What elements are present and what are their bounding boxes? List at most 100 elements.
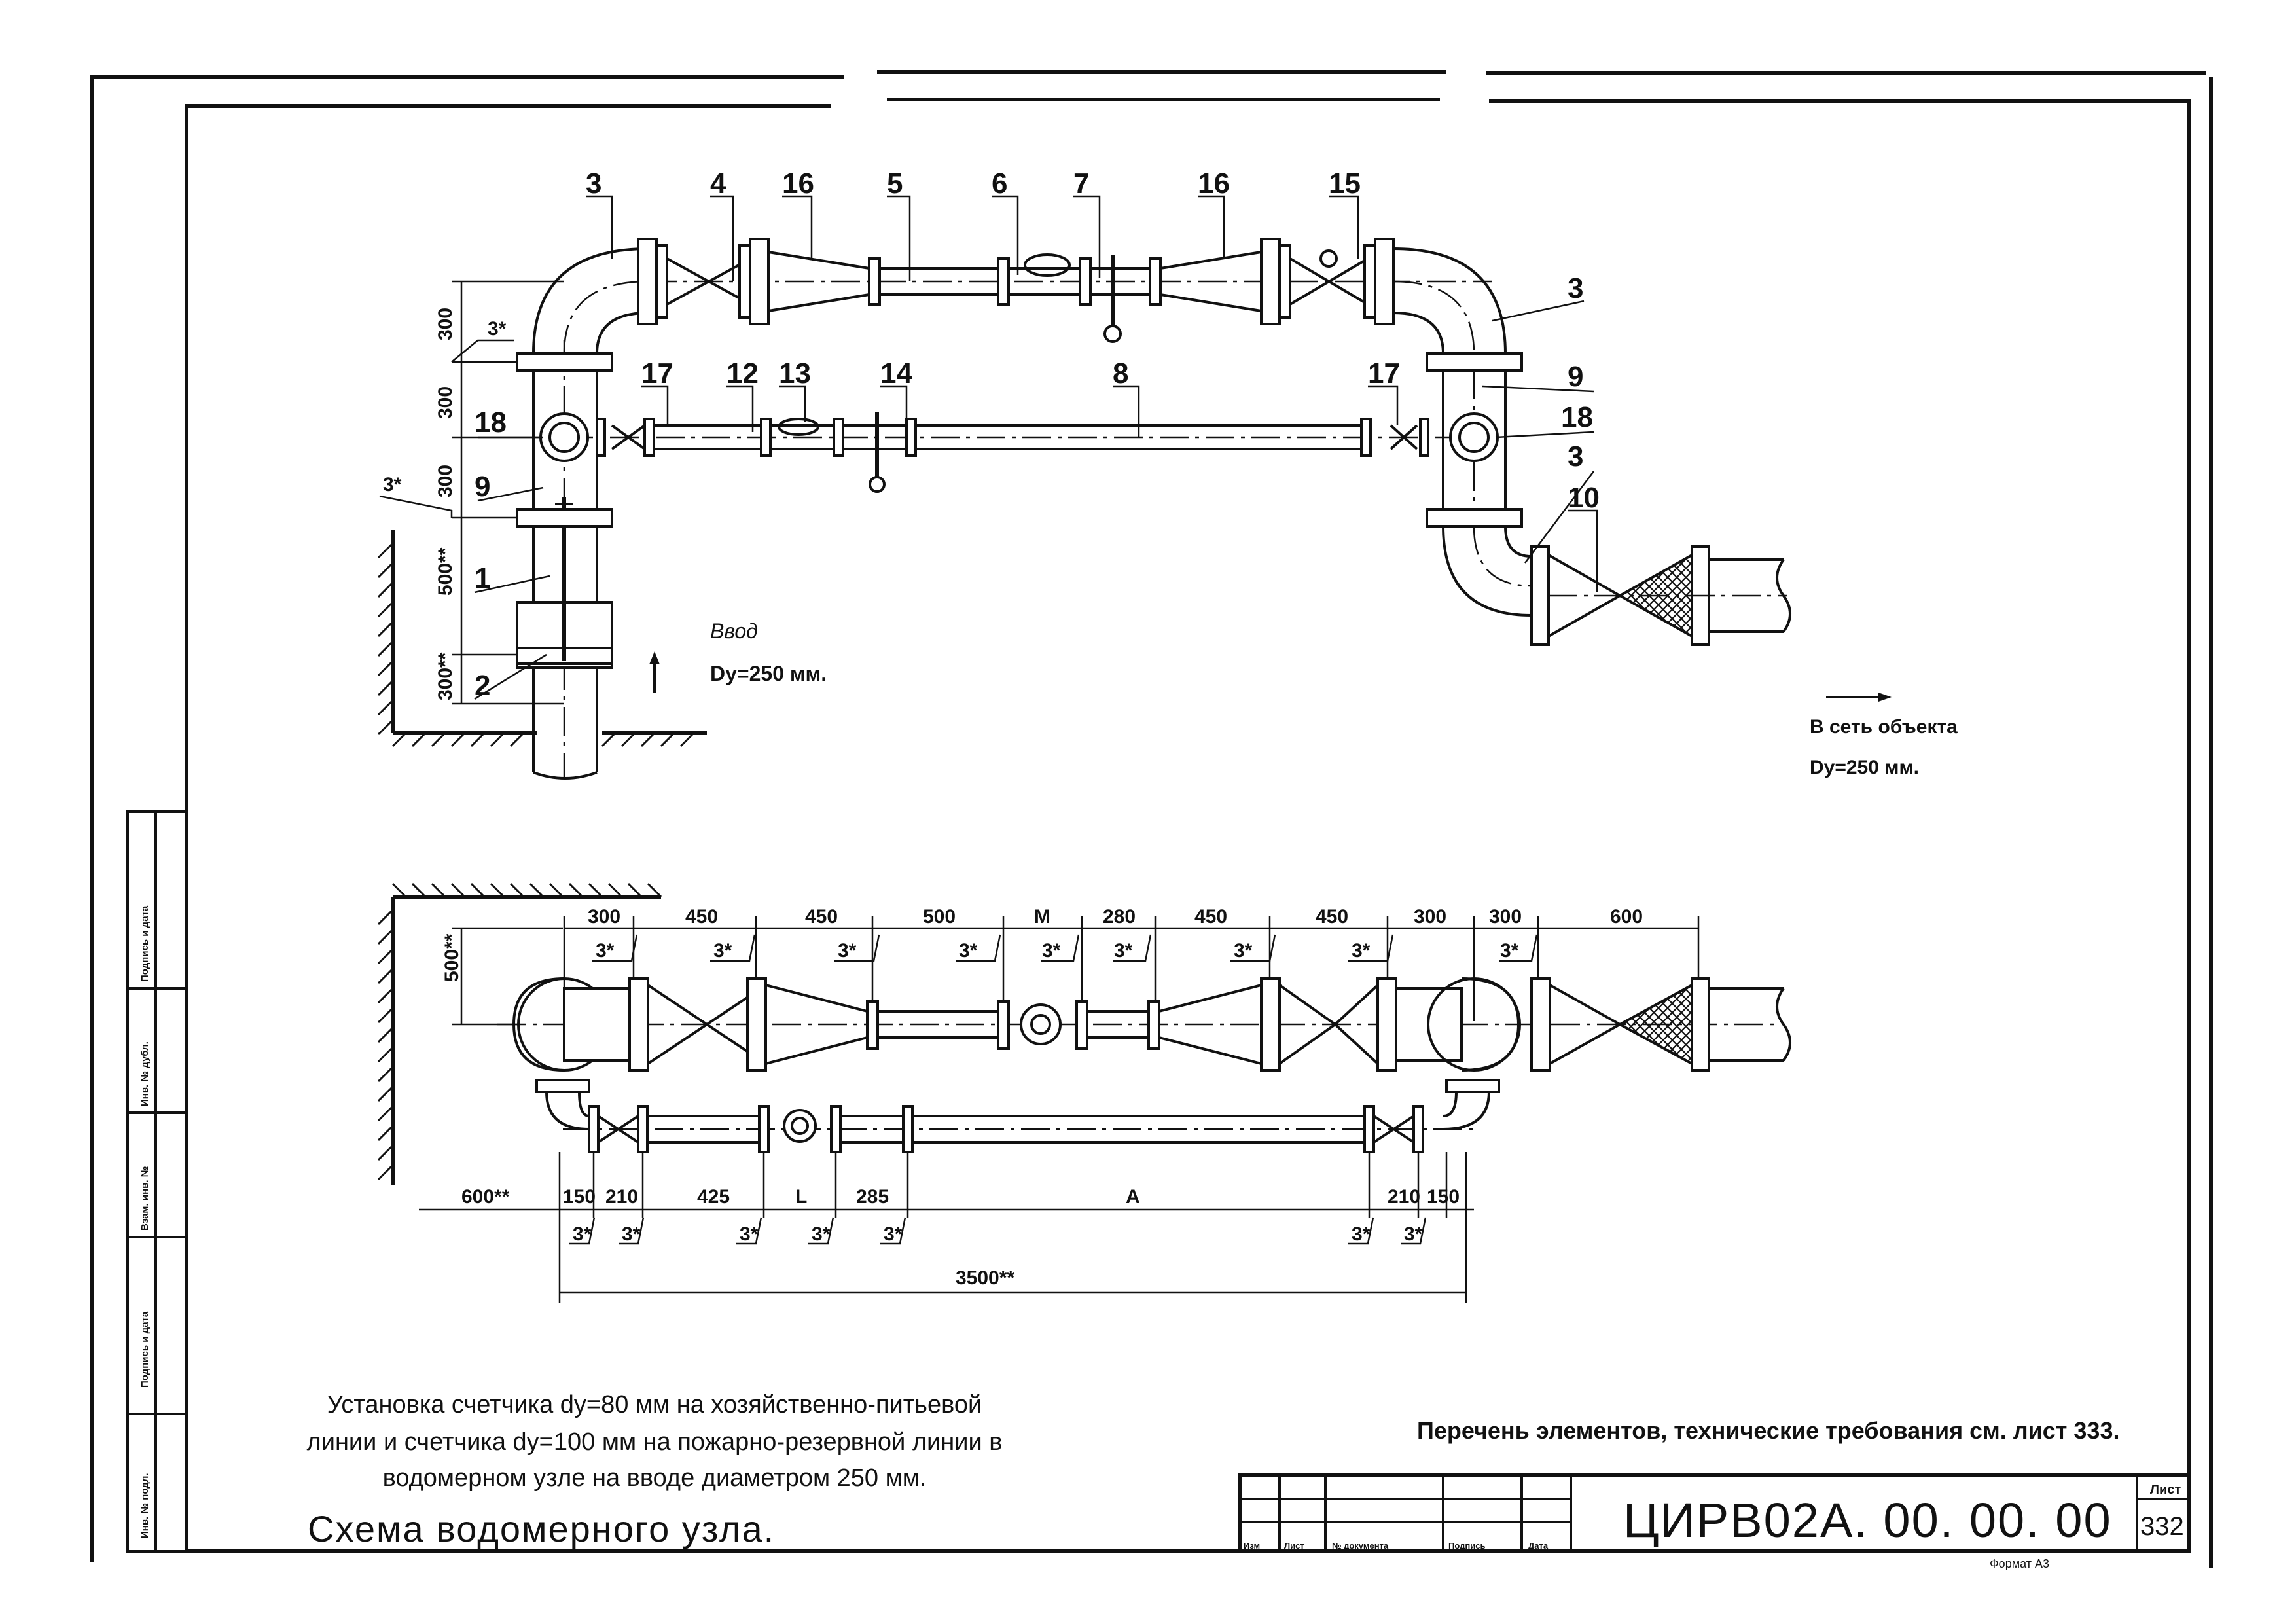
dim-top-8: 300 (1414, 906, 1446, 928)
slope-bottom-1: 3* (573, 1223, 592, 1245)
title-block: Изм Лист № документа Подпись Дата ЦИРВ02… (1238, 1473, 2191, 1570)
outlet (1530, 545, 1791, 646)
tb-col-sign: Подпись (1448, 1541, 1485, 1551)
caption-line-2: линии и счетчика dy=100 мм на пожарно-ре… (307, 1428, 1003, 1456)
pos-15: 15 (1329, 168, 1361, 200)
tb-col-doc: № документа (1332, 1541, 1389, 1551)
pos-7: 7 (1073, 168, 1089, 200)
pos-12: 12 (726, 357, 759, 389)
dim-bottom-6: A (1126, 1186, 1140, 1208)
stamp-sign-date-2: Подпись и дата (139, 1311, 151, 1388)
slope-top-4: 3* (959, 940, 978, 962)
dim-top-4: M (1034, 906, 1050, 928)
inlet-riser (516, 340, 613, 780)
pos-8: 8 (1113, 357, 1128, 389)
dim-overall: 3500** (956, 1267, 1014, 1289)
pos-16b: 16 (1198, 168, 1230, 200)
slope-bottom-6: 3* (1352, 1223, 1371, 1245)
pos-14: 14 (880, 357, 912, 389)
dim-top-6: 450 (1194, 906, 1227, 928)
dim-top-1: 450 (685, 906, 718, 928)
slope-bottom-2: 3* (622, 1223, 641, 1245)
slope-top-1: 3* (596, 940, 615, 962)
dim-v300d: 300** (435, 652, 456, 700)
caption-line-1: Установка счетчика dy=80 мм на хозяйстве… (327, 1391, 982, 1418)
dim-bottom-5: 285 (856, 1186, 889, 1208)
dim-v500: 500** (435, 547, 456, 596)
tb-col-sheet: Лист (1284, 1541, 1304, 1551)
pos-3b: 3 (1568, 272, 1583, 304)
slope-bottom-5: 3* (884, 1223, 903, 1245)
wall-hatch-plan (377, 530, 707, 748)
tb-col-rev: Изм (1244, 1541, 1260, 1551)
dim-bottom-3: 425 (697, 1186, 730, 1208)
slope-label-a: 3* (488, 318, 507, 340)
flange-lower (516, 508, 613, 528)
stamp-replace-inv: Взам. инв. № (139, 1166, 151, 1231)
dim-bottom-1: 150 (563, 1186, 596, 1208)
plan-dim-chain (379, 280, 564, 705)
elevation-view: 300 450 450 500 M 280 450 450 300 300 60… (377, 882, 1791, 1303)
dim-v300a: 300 (435, 308, 456, 340)
elev-top-dim-lines (452, 916, 1700, 1034)
pos-13: 13 (779, 357, 811, 389)
slope-top-6: 3* (1114, 940, 1133, 962)
pos-16a: 16 (782, 168, 814, 200)
pos-3a: 3 (586, 168, 601, 200)
slope-top-8: 3* (1352, 940, 1371, 962)
pos-6: 6 (992, 168, 1007, 200)
meter-line (539, 412, 1499, 493)
outlet-title: В сеть объекта (1810, 716, 1958, 738)
stamp-dup-inv: Инв. № дубл. (139, 1041, 151, 1106)
tb-sheet-number: 332 (2140, 1512, 2184, 1541)
top-right-bend (1393, 247, 1532, 617)
caption-line-3: водомерном узле на вводе диаметром 250 м… (383, 1464, 927, 1492)
pos-5: 5 (887, 168, 903, 200)
tb-format: Формат А3 (1990, 1557, 2049, 1570)
pos-18b: 18 (1561, 401, 1593, 433)
top-left-bend (532, 247, 649, 354)
dim-top-10: 600 (1610, 906, 1643, 928)
slope-label-b: 3* (383, 474, 402, 496)
flange-upper (516, 352, 613, 372)
dim-bottom-7: 210 (1388, 1186, 1420, 1208)
slope-bottom-3: 3* (740, 1223, 759, 1245)
dim-top-5: 280 (1103, 906, 1136, 928)
elev-bottom-dim-lines (419, 1152, 1474, 1303)
drawing-title: Схема водомерного узла. (308, 1508, 775, 1549)
dim-top-3: 500 (923, 906, 956, 928)
drawing-code: ЦИРВ02А. 00. 00. 00 (1623, 1493, 2112, 1547)
slope-top-5: 3* (1042, 940, 1061, 962)
wall-hatch-elevation (377, 882, 662, 1185)
dim-left-vertical: 500** (441, 933, 463, 982)
dim-bottom-8: 150 (1427, 1186, 1460, 1208)
tb-sheet-label: Лист (2150, 1483, 2181, 1497)
elev-main-line (497, 977, 1791, 1072)
pos-1: 1 (475, 562, 490, 594)
plan-leaders (474, 195, 1598, 700)
plan-view: 3 4 16 5 6 7 16 15 3 9 18 3 10 17 12 13 … (377, 168, 1958, 780)
pos-17b: 17 (1368, 357, 1400, 389)
dim-bottom-4: L (795, 1186, 807, 1208)
stamp-orig-inv: Инв. № подл. (139, 1473, 151, 1538)
dim-top-7: 450 (1316, 906, 1348, 928)
dim-top-9: 300 (1489, 906, 1522, 928)
slope-bottom-7: 3* (1404, 1223, 1423, 1245)
inlet-title: Ввод (710, 619, 758, 643)
stamp-sign-date-1: Подпись и дата (139, 905, 151, 982)
outlet-diameter: Dy=250 мм. (1810, 757, 1919, 778)
pos-10: 10 (1568, 482, 1600, 514)
pos-9b: 9 (1568, 361, 1583, 393)
dim-bottom-0: 600** (461, 1186, 510, 1208)
pos-4: 4 (710, 168, 726, 200)
outlet-arrow (1826, 693, 1892, 702)
pos-3c: 3 (1568, 441, 1583, 473)
inlet-diameter: Dy=250 мм. (710, 662, 827, 685)
reference-note: Перечень элементов, технические требован… (1417, 1417, 2119, 1444)
pos-9a: 9 (475, 471, 490, 503)
caption-block: Установка счетчика dy=80 мм на хозяйстве… (307, 1391, 2120, 1549)
inlet-arrow (649, 651, 660, 693)
pos-17a: 17 (641, 357, 673, 389)
dim-v300b: 300 (435, 386, 456, 419)
